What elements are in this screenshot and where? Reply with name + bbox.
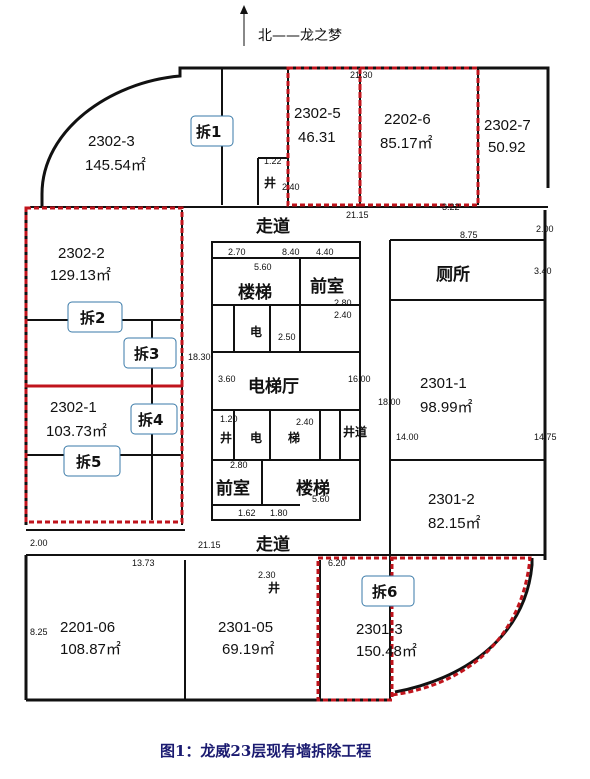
room-area: 103.73㎡ xyxy=(46,423,107,440)
figure-caption: 图1：龙威23层现有墙拆除工程 xyxy=(160,742,371,760)
north-label: 北——龙之梦 xyxy=(258,28,342,44)
elevator-label: 电 xyxy=(250,324,262,339)
room-area: 150.48㎡ xyxy=(356,643,417,660)
dimension: 2.00 xyxy=(536,224,554,234)
dimension: 21.15 xyxy=(198,540,221,550)
vestibule-label-south: 前室 xyxy=(216,478,250,499)
demolition-zone-2202-6 xyxy=(358,66,480,207)
svg-text:拆5: 拆5 xyxy=(76,453,101,471)
room-code: 2302-3 xyxy=(88,133,135,150)
dimension: 6.20 xyxy=(328,558,346,568)
dimension: 21.30 xyxy=(350,70,373,80)
svg-text:拆3: 拆3 xyxy=(134,345,159,363)
shaft-duct-label: 井道 xyxy=(343,424,367,439)
demolition-tags: 拆1 拆2 拆3 拆4 拆5 拆6 xyxy=(63,115,415,607)
stair-label-south: 楼梯 xyxy=(296,478,330,499)
vestibule-label: 前室 xyxy=(310,276,344,297)
dimension: 1.62 xyxy=(238,508,256,518)
demolition-zone-2302-2 xyxy=(24,206,184,388)
room-area: 98.99㎡ xyxy=(420,399,473,416)
dimension: 3.22 xyxy=(442,202,460,212)
dimension: 2.00 xyxy=(30,538,48,548)
dimension: 2.40 xyxy=(334,310,352,320)
dimension: 13.73 xyxy=(132,558,155,568)
dimension-labels: 21.30 21.15 2.00 8.75 3.40 14.75 18.00 1… xyxy=(30,70,557,637)
room-area: 50.92 xyxy=(488,139,526,156)
core-labels: 楼梯 前室 电 电梯厅 井 电 梯 井道 前室 楼梯 厕所 井 井 xyxy=(216,175,470,595)
demolition-areas xyxy=(24,66,532,702)
room-code: 2301-1 xyxy=(420,375,467,392)
dimension: 3.40 xyxy=(534,266,552,276)
corridor-label-south: 走道 xyxy=(256,534,290,555)
room-code: 2301-2 xyxy=(428,491,475,508)
room-area: 108.87㎡ xyxy=(60,641,121,658)
dimension: 21.15 xyxy=(346,210,369,220)
demolition-tag-6: 拆6 xyxy=(361,575,415,607)
dimension: 2.80 xyxy=(230,460,248,470)
dimension: 14.00 xyxy=(396,432,419,442)
demolition-zone-2302-1 xyxy=(24,384,184,524)
dimension: 1.80 xyxy=(270,508,288,518)
svg-text:拆2: 拆2 xyxy=(80,309,105,327)
room-area: 85.17㎡ xyxy=(380,135,433,152)
demolition-tag-2: 拆2 xyxy=(67,301,123,333)
dimension: 8.75 xyxy=(460,230,478,240)
shaft-label: 井 xyxy=(220,430,232,445)
room-code: 2201-06 xyxy=(60,619,115,636)
room-area: 69.19㎡ xyxy=(222,641,275,658)
demolition-tag-1: 拆1 xyxy=(190,115,234,147)
demolition-zone-2301-3-right xyxy=(391,556,532,697)
dimension: 14.75 xyxy=(534,432,557,442)
dimension: 2.40 xyxy=(282,182,300,192)
core-walls xyxy=(211,241,361,521)
svg-text:拆4: 拆4 xyxy=(138,411,163,429)
room-area: 82.15㎡ xyxy=(428,515,481,532)
room-code: 2301-3 xyxy=(356,621,403,638)
dimension: 8.40 xyxy=(282,247,300,257)
ladder-label: 梯 xyxy=(288,430,300,445)
dimension: 2.50 xyxy=(278,332,296,342)
corridor-label-north: 走道 xyxy=(256,216,290,237)
dimension: 2.40 xyxy=(296,417,314,427)
dimension: 2.70 xyxy=(228,247,246,257)
svg-text:拆1: 拆1 xyxy=(196,123,221,141)
dimension: 2.30 xyxy=(258,570,276,580)
stair-label: 楼梯 xyxy=(238,282,272,303)
demolition-tag-3: 拆3 xyxy=(123,337,177,369)
demolition-tag-5: 拆5 xyxy=(63,445,121,477)
dimension: 4.40 xyxy=(316,247,334,257)
room-labels: 2302-3 145.54㎡ 2302-5 46.31 2202-6 85.17… xyxy=(46,105,531,660)
dimension: 18.30 xyxy=(188,352,211,362)
room-area: 145.54㎡ xyxy=(85,157,146,174)
elevator-label: 电 xyxy=(250,430,262,445)
room-area: 46.31 xyxy=(298,129,336,146)
dimension: 5.60 xyxy=(312,494,330,504)
room-code: 2302-5 xyxy=(294,105,341,122)
dimension: 8.25 xyxy=(30,627,48,637)
room-code: 2202-6 xyxy=(384,111,431,128)
demolition-tag-4: 拆4 xyxy=(130,403,178,435)
dimension: 2.80 xyxy=(334,298,352,308)
room-code: 2302-2 xyxy=(58,245,105,262)
dimension: 1.20 xyxy=(220,414,238,424)
north-arrow xyxy=(240,5,248,46)
dimension: 5.60 xyxy=(254,262,272,272)
dimension: 3.60 xyxy=(218,374,236,384)
shaft-label-north: 井 xyxy=(264,175,276,190)
dimension: 18.00 xyxy=(378,397,401,407)
svg-text:拆6: 拆6 xyxy=(372,583,397,601)
shaft-label-south: 井 xyxy=(268,580,280,595)
dimension: 16.00 xyxy=(348,374,371,384)
room-code: 2302-1 xyxy=(50,399,97,416)
dimension: 1.22 xyxy=(264,156,282,166)
toilet-label: 厕所 xyxy=(436,265,470,285)
room-code: 2301-05 xyxy=(218,619,273,636)
demolition-zone-2301-3-left xyxy=(316,556,394,702)
elevator-hall-label: 电梯厅 xyxy=(248,376,299,397)
room-area: 129.13㎡ xyxy=(50,267,111,284)
room-code: 2302-7 xyxy=(484,117,531,134)
